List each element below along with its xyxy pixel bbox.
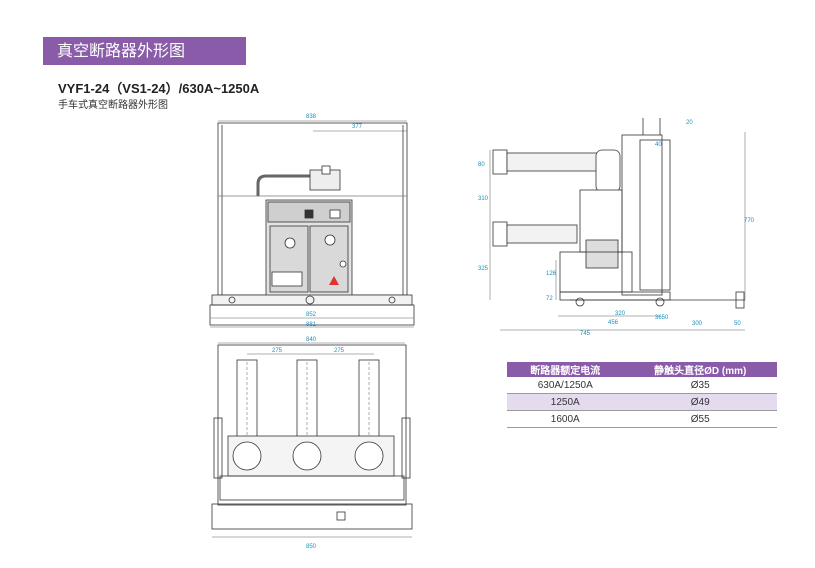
dim-front-outer: 881 [306,322,317,328]
dim-side-d5: 72 [546,296,553,302]
dim-bottom-pitch2: 275 [334,348,345,354]
dim-bottom-base: 850 [306,544,317,550]
table-cell: Ø49 [623,393,777,411]
table-cell: Ø35 [623,377,777,394]
dim-bottom-pitch1: 275 [272,348,283,354]
side-view-drawing [489,118,746,331]
table-cell: 1600A [507,410,624,428]
table-cell: Ø55 [623,410,777,428]
table-row: 1600A Ø55 [507,410,777,428]
section-banner: 真空断路器外形图 [43,37,246,65]
dim-side-d4: 126 [546,271,557,277]
dim-side-b2: 456 [608,320,619,326]
dim-side-top2: 40 [655,142,662,148]
model-title: VYF1-24（VS1-24）/630A~1250A [58,81,260,96]
table-row: 630A/1250A Ø35 [507,377,777,394]
dim-side-b4: 300 [692,321,703,327]
drawing-subtitle: 手车式真空断路器外形图 [58,100,168,111]
dim-side-d1: 80 [478,162,485,168]
table-cell: 630A/1250A [507,377,624,394]
table-header-row: 断路器额定电流 静触头直径ØD (mm) [507,362,777,377]
bottom-view-drawing [211,342,413,538]
dim-side-b3: 3650 [655,315,669,321]
dim-side-b1: 320 [615,311,626,317]
dim-front-overall: 838 [306,114,317,120]
dim-bottom-overall: 840 [306,337,317,343]
dim-side-b5: 50 [734,321,741,327]
dim-front-offset: 377 [352,124,363,130]
table-cell: 1250A [507,393,624,411]
dim-side-d2: 310 [478,196,489,202]
dim-side-d3: 325 [478,266,489,272]
dim-side-height: 770 [744,218,755,224]
front-view-drawing [209,120,415,328]
dim-front-inner: 852 [306,312,317,318]
table-header-diameter: 静触头直径ØD (mm) [623,362,777,377]
table-row: 1250A Ø49 [507,393,777,411]
table-header-current: 断路器额定电流 [507,362,624,377]
dim-side-top: 20 [686,120,693,126]
contact-diameter-table: 断路器额定电流 静触头直径ØD (mm) 630A/1250A Ø35 1250… [507,362,777,428]
dim-side-b6: 745 [580,331,591,337]
